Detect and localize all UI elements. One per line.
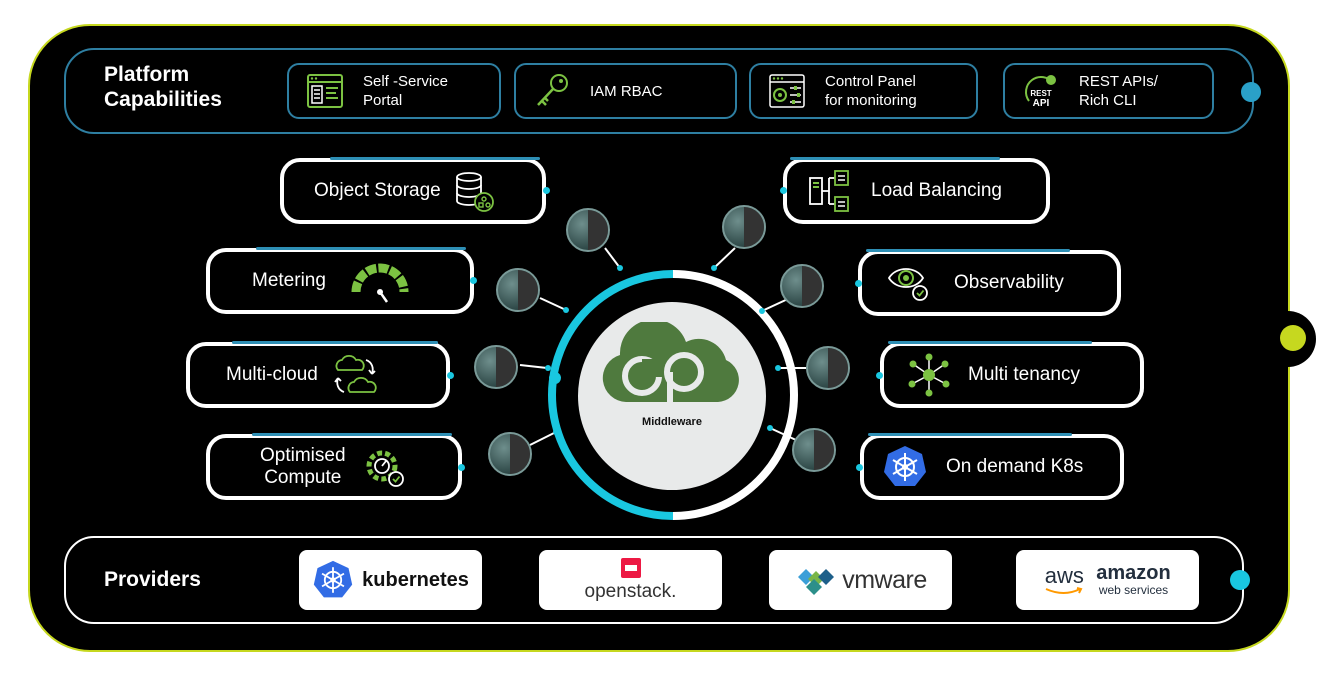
connector-node [722, 205, 766, 249]
feature-on-demand-k8s: On demand K8s [860, 434, 1124, 500]
feature-label: Load Balancing [871, 180, 1002, 201]
pill-accent [330, 157, 540, 160]
connector-node [780, 264, 824, 308]
pill-connector-dot [855, 280, 862, 287]
provider-vmware: vmware [769, 550, 952, 610]
capability-control-panel: Control Panel for monitoring [749, 63, 978, 119]
openstack-logo [620, 558, 641, 578]
pill-connector-dot [543, 187, 550, 194]
feature-load-balancing: Load Balancing [783, 158, 1050, 224]
pill-connector-dot [447, 372, 454, 379]
load-balancer-icon [809, 170, 849, 212]
web-services-label: web services [1098, 583, 1169, 597]
connector-node [488, 432, 532, 476]
platform-bar-dot [1241, 82, 1261, 102]
aws-smile-icon [1045, 587, 1083, 594]
rest-api-icon-bottom-text: API [1033, 98, 1050, 109]
feature-multi-cloud: Multi-cloud [186, 342, 450, 408]
provider-aws: aws amazon web services [1016, 550, 1199, 610]
feature-optimised-compute: Optimised Compute [206, 434, 462, 500]
feature-metering: Metering [206, 248, 474, 314]
feature-label: Object Storage [314, 180, 441, 201]
pill-connector-dot [470, 277, 477, 284]
capability-label: IAM RBAC [590, 82, 663, 100]
pill-connector-dot [780, 187, 787, 194]
rest-api-icon-top-text: REST [1030, 89, 1051, 98]
providers-bar-dot [1230, 570, 1250, 590]
multi-cloud-icon [334, 354, 377, 393]
vmware-logo [798, 569, 835, 595]
feature-multi-tenancy: Multi tenancy [880, 342, 1144, 408]
pill-connector-dot [856, 464, 863, 471]
feature-label: On demand K8s [946, 456, 1084, 477]
pill-connector-dot [876, 372, 883, 379]
provider-label: vmware [842, 565, 927, 594]
providers-title: Providers [104, 568, 201, 591]
feature-label: Metering [252, 270, 326, 291]
rest-api-icon: REST API [1025, 75, 1056, 109]
pill-connector-dot [458, 464, 465, 471]
feature-label: Optimised Compute [260, 445, 346, 488]
capability-label: Self -Service Portal [363, 73, 449, 109]
platform-title: Platform Capabilities [104, 63, 222, 111]
notch-dot [1280, 325, 1306, 351]
ccp-cloud-logo [602, 322, 739, 406]
pill-accent [252, 433, 452, 436]
pill-accent [256, 247, 466, 250]
pill-accent [888, 341, 1092, 344]
pill-accent [868, 433, 1072, 436]
aws-label: aws [1044, 563, 1084, 588]
kubernetes-logo [313, 560, 353, 598]
kubernetes-icon [884, 446, 926, 486]
feature-label: Multi tenancy [968, 364, 1080, 385]
provider-openstack: openstack. [539, 550, 722, 610]
feature-label: Multi-cloud [226, 364, 318, 385]
feature-label: Observability [954, 272, 1064, 293]
key-icon [537, 74, 568, 106]
connector-node [566, 208, 610, 252]
pill-accent [790, 157, 1000, 160]
database-icon [455, 172, 494, 212]
provider-label: kubernetes [362, 568, 469, 591]
provider-kubernetes: kubernetes [299, 550, 482, 610]
control-panel-icon [769, 74, 805, 108]
gear-check-icon [366, 450, 404, 487]
network-icon [908, 353, 950, 397]
portal-icon [307, 74, 343, 108]
eye-icon [887, 268, 928, 301]
connector-node [496, 268, 540, 312]
capability-iam-rbac: IAM RBAC [514, 63, 737, 119]
connector-node [806, 346, 850, 390]
connector-node [792, 428, 836, 472]
pill-accent [232, 341, 438, 344]
capability-label: REST APIs/ Rich CLI [1079, 73, 1158, 109]
capability-rest-api: REST API REST APIs/ Rich CLI [1003, 63, 1214, 119]
connector-node [474, 345, 518, 389]
middleware-label: Middleware [642, 416, 702, 428]
provider-label: openstack. [584, 581, 677, 602]
feature-observability: Observability [858, 250, 1121, 316]
capability-self-service-portal: Self -Service Portal [287, 63, 501, 119]
gauge-icon [351, 263, 409, 303]
feature-object-storage: Object Storage [280, 158, 546, 224]
amazon-label: amazon [1096, 562, 1171, 584]
capability-label: Control Panel for monitoring [825, 73, 917, 109]
aws-logo: aws [1044, 565, 1084, 595]
pill-accent [866, 249, 1070, 252]
middleware-hub-ring [548, 270, 798, 520]
